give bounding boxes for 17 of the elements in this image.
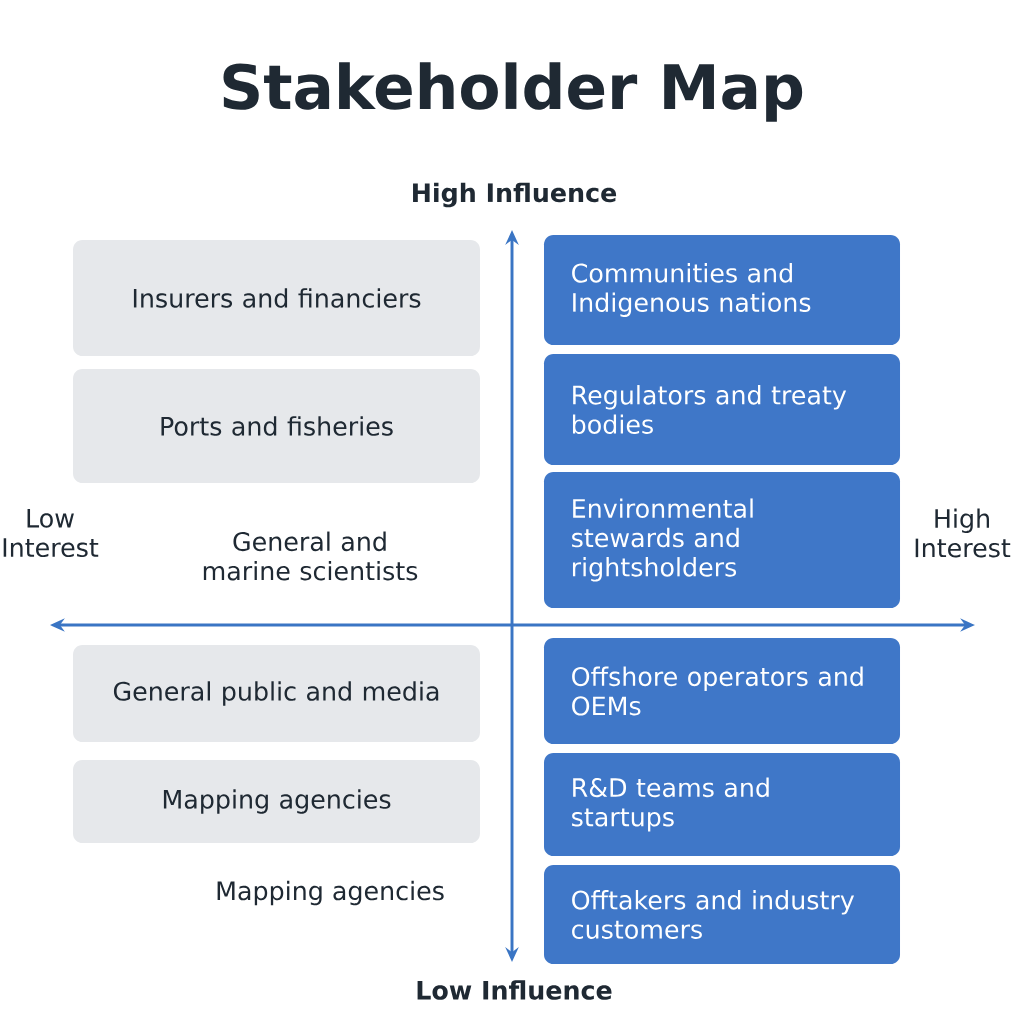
- stakeholder-label: Mapping agencies: [217, 880, 444, 906]
- axis-label: Low Influence: [417, 980, 612, 1000]
- stakeholder-box: Environmental stewards and rightsholders: [544, 472, 900, 608]
- stakeholder-box: Communities and Indigenous nations: [544, 235, 900, 345]
- stakeholder-box: Insurers and financiers: [73, 240, 480, 356]
- stakeholder-box: Offshore operators and OEMs: [544, 638, 900, 744]
- axis-label: High Influence: [413, 182, 617, 208]
- axis-label: High Interest: [915, 508, 1011, 558]
- stakeholder-box: Offtakers and industry customers: [544, 865, 900, 964]
- title: Stakeholder Map: [223, 62, 803, 122]
- stakeholder-box: Mapping agencies: [73, 760, 480, 843]
- stakeholder-box: General public and media: [73, 644, 480, 743]
- stakeholder-box: Ports and fisheries: [73, 369, 480, 483]
- axis-label: Low Interest: [3, 508, 99, 558]
- stakeholder-box: Regulators and treaty bodies: [544, 354, 900, 465]
- stakeholder-box: R&D teams and startups: [544, 753, 900, 856]
- stakeholder-label: General and marine scientists: [203, 531, 418, 581]
